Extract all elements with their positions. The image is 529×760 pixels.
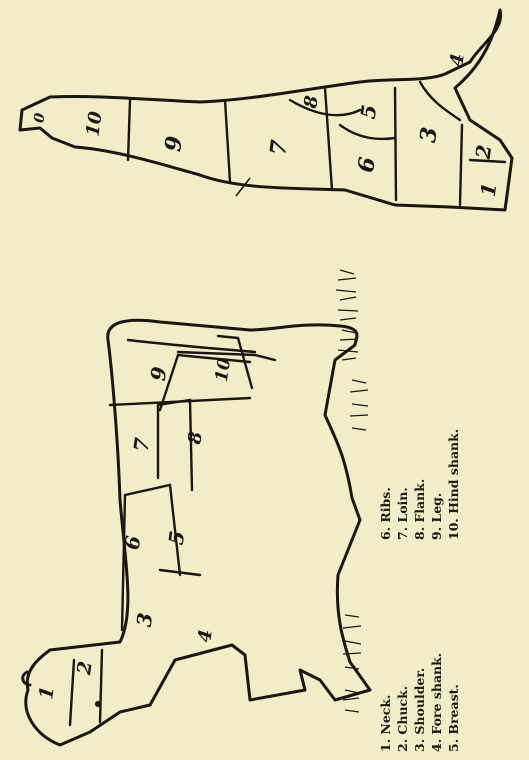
legend-item-7: 7. Loin.: [395, 487, 410, 540]
divider-2-3: [100, 650, 102, 722]
legend-item-6: 6. Ribs.: [378, 487, 393, 540]
divider-rump: [128, 340, 255, 352]
grass-tuft-mid: [350, 380, 368, 430]
carcass-divider-9-7: [225, 100, 230, 182]
legend-item-4: 4. Fore shank.: [429, 653, 444, 752]
calf-cut-number-5: 5: [164, 529, 190, 546]
calf-cut-number-6: 6: [120, 534, 146, 551]
legend: 1. Neck. 2. Chuck. 3. Shoulder. 4. Fore …: [378, 429, 461, 752]
carcass-cut-number-6: 6: [353, 155, 381, 174]
divider-6-7: [110, 398, 250, 405]
legend-item-5: 5. Breast.: [446, 684, 461, 752]
legend-item-8: 8. Flank.: [412, 479, 427, 540]
carcass-outline: [20, 10, 512, 210]
carcass-divider-7-6: [325, 88, 332, 190]
carcass-cut-number-2: 2: [471, 143, 497, 161]
divider-6-5: [158, 400, 192, 490]
calf-cut-number-2: 2: [73, 660, 97, 677]
calf-outline: [26, 320, 370, 745]
legend-item-3: 3. Shoulder.: [412, 668, 427, 752]
carcass-divider-6-5: [340, 125, 395, 139]
calf-cut-number-1: 1: [35, 685, 59, 701]
legend-item-10: 10. Hind shank.: [446, 429, 461, 540]
carcass-divider-10-9: [128, 100, 130, 160]
carcass-cut-number-8: 8: [300, 94, 323, 111]
grass-tuft-fore: [343, 615, 361, 669]
calf-cut-number-3: 3: [132, 611, 158, 628]
carcass-divider-6-3: [395, 88, 396, 200]
carcass-cut-number-1: 1: [476, 181, 502, 198]
calf-cut-number-4: 4: [194, 628, 217, 643]
carcass-cut-number-0: 0: [31, 112, 48, 124]
calf-diagram: 1 2 3 4 5 6 7 8 9 10: [23, 270, 370, 745]
carcass-cut-number-10: 10: [82, 110, 106, 138]
carcass-diagram: 0 10 9 7 8 5 6 4 3 2 1: [20, 10, 512, 210]
carcass-cut-number-7: 7: [265, 138, 293, 157]
print-mark: [236, 178, 250, 196]
legend-item-9: 9. Leg.: [429, 493, 444, 540]
carcass-cut-number-3: 3: [415, 125, 443, 144]
calf-cut-number-8: 8: [184, 430, 207, 447]
calf-cut-number-7: 7: [129, 436, 155, 453]
divider-shoulder: [122, 485, 180, 630]
carcass-cut-number-4: 4: [446, 52, 469, 67]
calf-cut-number-9: 9: [146, 365, 172, 382]
carcass-cut-number-9: 9: [160, 134, 188, 153]
carcass-cut-number-5: 5: [356, 103, 382, 120]
legend-item-1: 1. Neck.: [378, 695, 393, 752]
legend-item-2: 2. Chuck.: [395, 686, 410, 752]
calf-cut-number-10: 10: [212, 357, 235, 383]
carcass-divider-3-2: [460, 125, 462, 205]
